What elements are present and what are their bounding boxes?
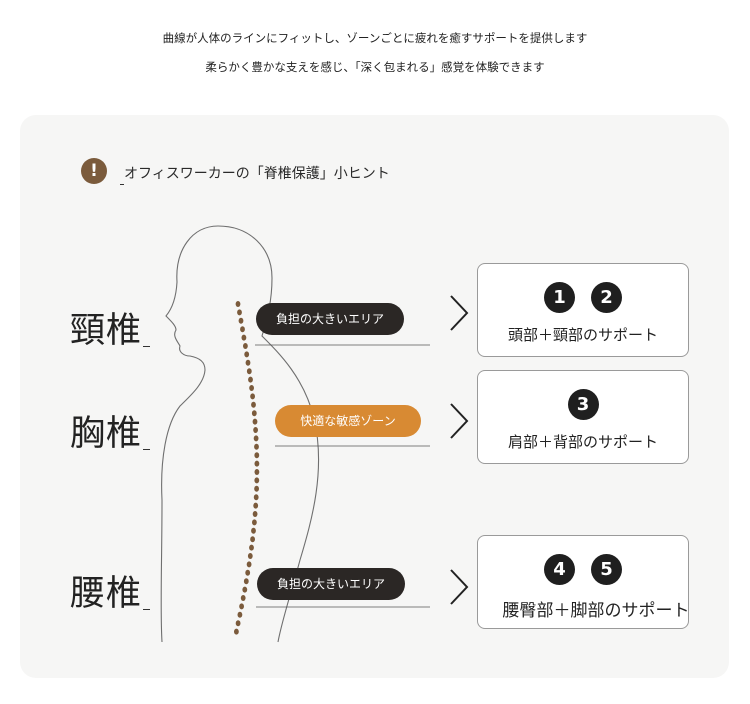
vertebra-dot: [254, 485, 259, 492]
vertebra-dot: [235, 301, 241, 307]
vertebra-dot: [249, 385, 255, 391]
number-badge: 5: [591, 554, 622, 585]
vertebra-dot: [241, 334, 247, 341]
spine-dots: [234, 301, 260, 635]
support-card-shoulder-back: 3 肩部＋背部のサポート: [477, 370, 689, 464]
vertebra-dot: [238, 317, 244, 324]
pill-high-load-area: 負担の大きいエリア: [257, 568, 405, 600]
vertebra-dot: [252, 418, 258, 425]
vertebra-dot: [245, 359, 251, 366]
vertebra-dot: [247, 553, 253, 559]
vertebra-dot: [252, 511, 258, 517]
vertebra-dot: [240, 326, 245, 333]
vertebra-dot: [252, 519, 257, 526]
vertebra-dot: [246, 561, 252, 568]
vertebra-dot: [237, 611, 243, 618]
vertebra-dot: [253, 427, 258, 433]
vertebra-dot: [243, 578, 249, 585]
number-badge: 4: [544, 554, 575, 585]
vertebra-dot: [251, 410, 257, 417]
pill-high-load-area: 負担の大きいエリア: [256, 303, 404, 335]
vertebra-dot: [235, 620, 241, 627]
body-outline: [160, 225, 219, 643]
chevron-right-icon: [450, 569, 469, 605]
vertebra-dot: [244, 351, 250, 358]
vertebra-dot: [239, 603, 245, 610]
vertebra-dot: [251, 401, 256, 408]
vertebra-dot: [234, 628, 239, 635]
vertebra-dot: [242, 586, 248, 593]
region-label-lumbar: 腰椎: [70, 565, 151, 616]
vertebra-dot: [254, 452, 260, 459]
card-label: 肩部＋背部のサポート: [507, 433, 658, 451]
vertebra-dot: [248, 376, 253, 383]
card-label: 頭部＋頸部のサポート: [507, 326, 658, 344]
hint-title: オフィスワーカーの「脊椎保護」小ヒント: [120, 163, 390, 185]
vertebra-dot: [237, 309, 242, 316]
pill-comfort-zone: 快適な敏感ゾーン: [275, 405, 421, 437]
vertebra-dot: [254, 460, 260, 467]
card-label: 腰臀部＋脚部のサポート: [502, 601, 690, 621]
vertebra-dot: [246, 368, 252, 375]
vertebra-dot: [253, 435, 259, 442]
intro-line-2: 柔らかく豊かな支えを感じ、「深く包まれる」感覚を体験できます: [205, 60, 545, 74]
chevron-right-icon: [450, 295, 469, 331]
number-badge: 1: [544, 282, 575, 313]
vertebra-dot: [250, 393, 256, 400]
region-label-thoracic: 胸椎: [70, 405, 151, 456]
region-label-cervical: 頸椎: [70, 302, 151, 353]
vertebra-dot: [243, 343, 248, 349]
vertebra-dot: [254, 469, 260, 475]
vertebra-dot: [251, 527, 256, 534]
vertebra-dot: [253, 502, 259, 509]
back-outline: [217, 225, 320, 643]
exclamation-icon: !: [81, 158, 107, 184]
vertebra-dot: [240, 595, 246, 601]
intro-line-1: 曲線が人体のラインにフィットし、ゾーンごとに疲れを癒すサポートを提供します: [162, 31, 588, 45]
number-badge: 2: [591, 282, 622, 313]
vertebra-dot: [245, 569, 251, 576]
vertebra-dot: [253, 494, 259, 501]
chevron-right-icon: [450, 403, 469, 439]
vertebra-dot: [254, 477, 260, 484]
vertebra-dot: [249, 544, 254, 551]
vertebra-dot: [254, 443, 259, 450]
number-badge: 3: [567, 389, 599, 420]
vertebra-dot: [250, 536, 256, 543]
